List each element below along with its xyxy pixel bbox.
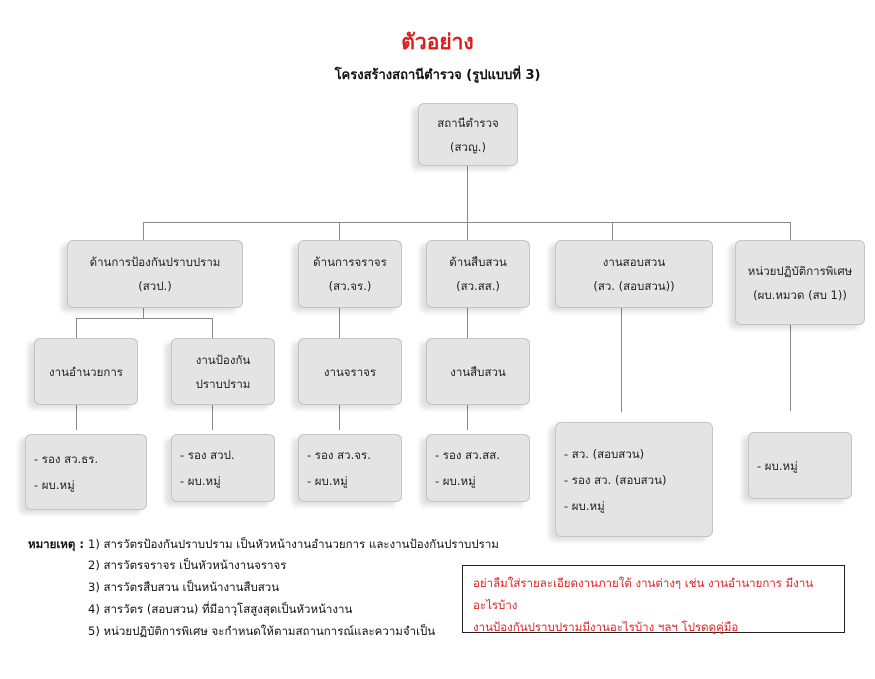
connector bbox=[212, 318, 213, 338]
division-box-investigation: ด้านสืบสวน (สว.สส.) bbox=[426, 240, 530, 308]
connector bbox=[621, 308, 622, 412]
connector bbox=[143, 308, 144, 318]
connector bbox=[76, 405, 77, 430]
connector bbox=[467, 222, 468, 240]
box-label: งานจราจร bbox=[323, 364, 377, 379]
root-box: สถานีตำรวจ (สวญ.) bbox=[418, 103, 518, 166]
box-label: งานสืบสวน bbox=[450, 364, 506, 379]
staff-box: - รอง สว.จร. - ผบ.หมู่ bbox=[298, 434, 402, 502]
box-label: ด้านการป้องกันปราบปราม bbox=[89, 255, 221, 269]
staff-item: - รอง สว.ธร. bbox=[34, 452, 99, 466]
connector bbox=[790, 222, 791, 240]
box-sublabel: (สว.จร.) bbox=[328, 279, 372, 293]
connector bbox=[76, 318, 77, 338]
staff-item: - รอง สวป. bbox=[180, 448, 235, 462]
box-sublabel: (สว. (สอบสวน)) bbox=[593, 279, 675, 293]
connector bbox=[143, 222, 144, 240]
notes-label: หมายเหตุ : bbox=[28, 537, 84, 551]
unit-box-investigation: งานสืบสวน bbox=[426, 338, 530, 405]
reminder-text: อย่าลืมใส่รายละเอียดงานภายใต้ งานต่างๆ เ… bbox=[473, 576, 814, 612]
staff-item: - ผบ.หมู่ bbox=[757, 458, 798, 473]
unit-box-admin: งานอำนวยการ bbox=[34, 338, 138, 405]
connector bbox=[339, 405, 340, 430]
connector bbox=[339, 308, 340, 338]
box-label: สถานีตำรวจ bbox=[437, 115, 499, 130]
box-label: งานอำนวยการ bbox=[49, 364, 123, 379]
note-item: 3) สารวัตรสืบสวน เป็นหน้างานสืบสวน bbox=[88, 580, 280, 594]
page-title: ตัวอย่าง bbox=[401, 30, 474, 54]
note-item: 1) สารวัตรป้องกันปราบปราม เป็นหัวหน้างาน… bbox=[88, 537, 499, 551]
box-sublabel: (สวญ.) bbox=[450, 139, 486, 154]
reminder-box: อย่าลืมใส่รายละเอียดงานภายใต้ งานต่างๆ เ… bbox=[462, 565, 845, 634]
division-box-prevention: ด้านการป้องกันปราบปราม (สวป.) bbox=[67, 240, 243, 308]
staff-box: - รอง สว.สส. - ผบ.หมู่ bbox=[426, 434, 530, 502]
box-label: ด้านสืบสวน bbox=[449, 255, 507, 269]
staff-item: - ผบ.หมู่ bbox=[34, 478, 75, 492]
box-label: หน่วยปฏิบัติการพิเศษ bbox=[747, 263, 853, 278]
connector bbox=[76, 318, 213, 319]
staff-item: - ผบ.หมู่ bbox=[307, 474, 348, 488]
box-sublabel: (สว.สส.) bbox=[456, 279, 500, 293]
box-label: ด้านการจราจร bbox=[313, 255, 387, 269]
staff-item: - รอง สว.จร. bbox=[307, 448, 371, 462]
box-sublabel: (ผบ.หมวด (สบ 1)) bbox=[753, 287, 847, 302]
note-item: 2) สารวัตรจราจร เป็นหัวหน้างานจราจร bbox=[88, 558, 287, 572]
staff-item: - ผบ.หมู่ bbox=[180, 474, 221, 488]
connector bbox=[212, 405, 213, 430]
note-item: 5) หน่วยปฏิบัติการพิเศษ จะกำหนดให้ตามสถา… bbox=[88, 624, 436, 638]
division-box-traffic: ด้านการจราจร (สว.จร.) bbox=[298, 240, 402, 308]
reminder-text: งานป้องกันปราบปรามมีงานอะไรบ้าง ฯลฯ โปรด… bbox=[473, 620, 739, 634]
staff-item: - รอง สว.สส. bbox=[435, 448, 500, 462]
connector bbox=[467, 308, 468, 338]
page-subtitle: โครงสร้างสถานีตำรวจ (รูปแบบที่ 3) bbox=[334, 68, 541, 83]
box-label: ปราบปราม bbox=[195, 376, 251, 391]
unit-box-prevention: งานป้องกันปราบปราม bbox=[171, 338, 275, 405]
staff-box: - สว. (สอบสวน) - รอง สว. (สอบสวน) - ผบ.หมู… bbox=[555, 422, 713, 537]
staff-box: - รอง สว.ธร. - ผบ.หมู่ bbox=[25, 434, 147, 510]
staff-item: - รอง สว. (สอบสวน) bbox=[564, 472, 667, 487]
staff-item: - สว. (สอบสวน) bbox=[564, 446, 645, 461]
connector bbox=[339, 222, 340, 240]
box-sublabel: (สวป.) bbox=[138, 279, 172, 293]
unit-box-traffic: งานจราจร bbox=[298, 338, 402, 405]
staff-item: - ผบ.หมู่ bbox=[564, 498, 605, 513]
box-label: งานสอบสวน bbox=[602, 255, 666, 269]
division-box-inquiry: งานสอบสวน (สว. (สอบสวน)) bbox=[555, 240, 713, 308]
note-item: 4) สารวัตร (สอบสวน) ที่มีอาวุโสสูงสุดเป็… bbox=[88, 602, 353, 616]
connector bbox=[790, 325, 791, 411]
box-label: งานป้องกัน bbox=[195, 352, 251, 367]
division-box-special-ops: หน่วยปฏิบัติการพิเศษ (ผบ.หมวด (สบ 1)) bbox=[735, 240, 865, 325]
staff-item: - ผบ.หมู่ bbox=[435, 474, 476, 488]
staff-box: - รอง สวป. - ผบ.หมู่ bbox=[171, 434, 275, 502]
staff-box: - ผบ.หมู่ bbox=[748, 432, 852, 499]
connector bbox=[612, 222, 613, 240]
connector bbox=[467, 166, 468, 222]
connector bbox=[467, 405, 468, 430]
